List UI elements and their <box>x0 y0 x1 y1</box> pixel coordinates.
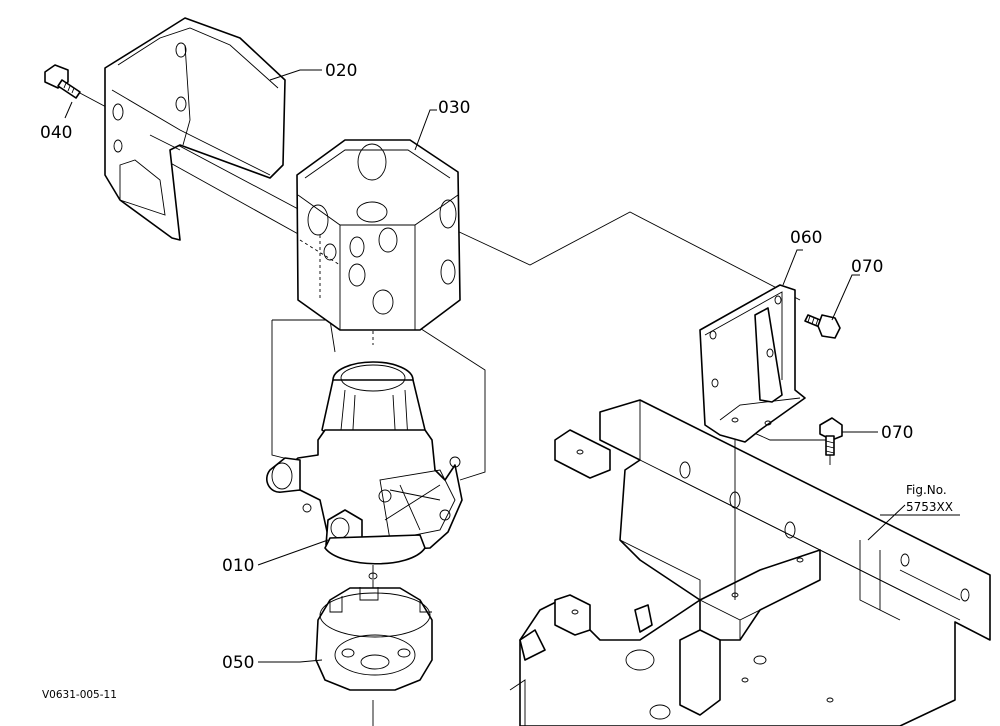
cover-upper-020 <box>104 17 286 241</box>
callout-020: 020 <box>325 61 357 81</box>
callout-030: 030 <box>438 98 470 118</box>
callout-060: 060 <box>790 228 822 248</box>
cover-case-030 <box>296 139 461 331</box>
bolt-040 <box>44 64 81 99</box>
assembly-lines <box>77 91 831 726</box>
bolt-070-side <box>804 314 841 339</box>
callout-070-side: 070 <box>851 257 883 277</box>
callout-040: 040 <box>40 123 72 143</box>
bracket-060 <box>699 284 806 443</box>
callout-010: 010 <box>222 556 254 576</box>
bolt-070-bottom <box>819 417 843 456</box>
callout-070-bottom: 070 <box>881 423 913 443</box>
filter-assembly-010 <box>266 361 463 580</box>
fig-reference-prefix: Fig.No. <box>906 483 947 497</box>
frame-chassis <box>509 399 991 726</box>
figure-code: V0631-005-11 <box>42 689 117 701</box>
callout-050: 050 <box>222 653 254 673</box>
fig-reference-number: 5753XX <box>906 500 953 514</box>
callout-leaders <box>64 69 960 663</box>
cap-050 <box>315 587 433 691</box>
